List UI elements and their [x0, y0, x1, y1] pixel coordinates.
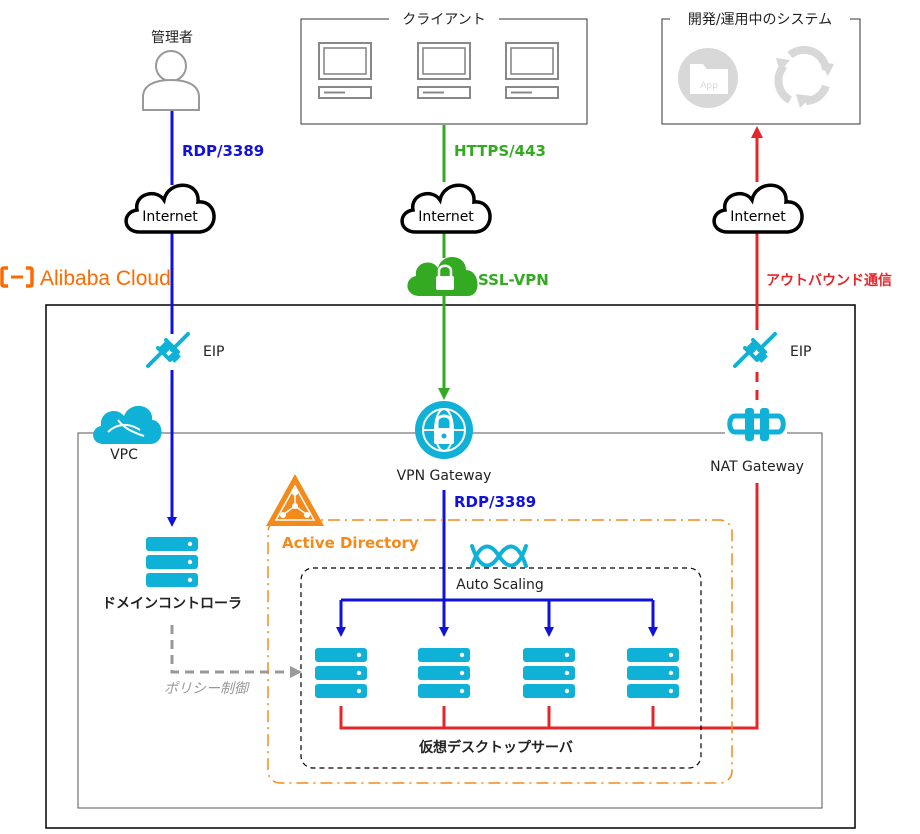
ssl-vpn-label: SSL-VPN [478, 271, 549, 289]
brand-name: Alibaba Cloud [40, 267, 171, 290]
active-directory-boundary [267, 519, 733, 784]
svg-text:Internet: Internet [142, 209, 198, 225]
auto-scaling-icon [470, 544, 528, 568]
desktop-server-icon [418, 648, 470, 698]
admin-label: 管理者 [151, 30, 193, 46]
desktop-server-icon [627, 648, 679, 698]
ssl-vpn-cloud-icon [407, 256, 478, 296]
monitor-icon [417, 42, 471, 99]
monitor-icon [318, 42, 372, 99]
svg-text:Internet: Internet [418, 209, 474, 225]
svg-text:Internet: Internet [730, 209, 786, 225]
domain-controller-server-icon [146, 537, 198, 587]
auto-scaling-label: Auto Scaling [456, 577, 544, 593]
https-label: HTTPS/443 [454, 142, 546, 160]
svg-text:App: App [700, 81, 718, 91]
alibaba-cloud-boundary [45, 304, 856, 829]
desktop-servers-label: 仮想デスクトップサーバ [418, 739, 573, 756]
desktop-server-icon [523, 648, 575, 698]
user-icon [142, 50, 200, 111]
policy-link [170, 625, 302, 678]
alibaba-cloud-logo: Alibaba Cloud [0, 266, 171, 290]
eip-right-label: EIP [790, 344, 811, 360]
rdp-label-inner: RDP/3389 [454, 493, 536, 511]
eip-right-icon [733, 332, 777, 368]
outbound-label: アウトバウンド通信 [766, 272, 892, 289]
internet-cloud-admin: Internet [124, 183, 216, 234]
vpn-gateway-icon [415, 401, 473, 459]
internet-cloud-systems: Internet [712, 183, 804, 234]
vpc-label: VPC [110, 447, 138, 463]
policy-label: ポリシー制御 [164, 681, 250, 697]
nat-gateway-icon [725, 404, 787, 444]
monitor-icon [505, 42, 559, 99]
desktop-server-icon [315, 648, 367, 698]
auto-scaling-boundary [300, 567, 702, 769]
vpn-gateway-label: VPN Gateway [397, 468, 492, 484]
refresh-arrowheads [776, 58, 834, 108]
admin-actor: 管理者 [142, 30, 200, 111]
systems-group: 開発/運用中のシステム App [661, 11, 861, 125]
client-group: クライアント [300, 11, 588, 125]
app-folder-icon: App [678, 48, 738, 108]
eip-left-label: EIP [203, 344, 224, 360]
systems-label: 開発/運用中のシステム [688, 12, 832, 28]
domain-controller-label: ドメインコントローラ [102, 596, 242, 612]
nat-gateway-label: NAT Gateway [710, 459, 804, 475]
rdp-label-top: RDP/3389 [182, 142, 264, 160]
active-directory-icon [266, 474, 324, 526]
client-label: クライアント [402, 12, 485, 28]
eip-left-icon [146, 332, 190, 368]
vpc-cloud-icon [93, 405, 162, 444]
active-directory-label: Active Directory [282, 534, 419, 552]
internet-cloud-client: Internet [400, 183, 492, 234]
